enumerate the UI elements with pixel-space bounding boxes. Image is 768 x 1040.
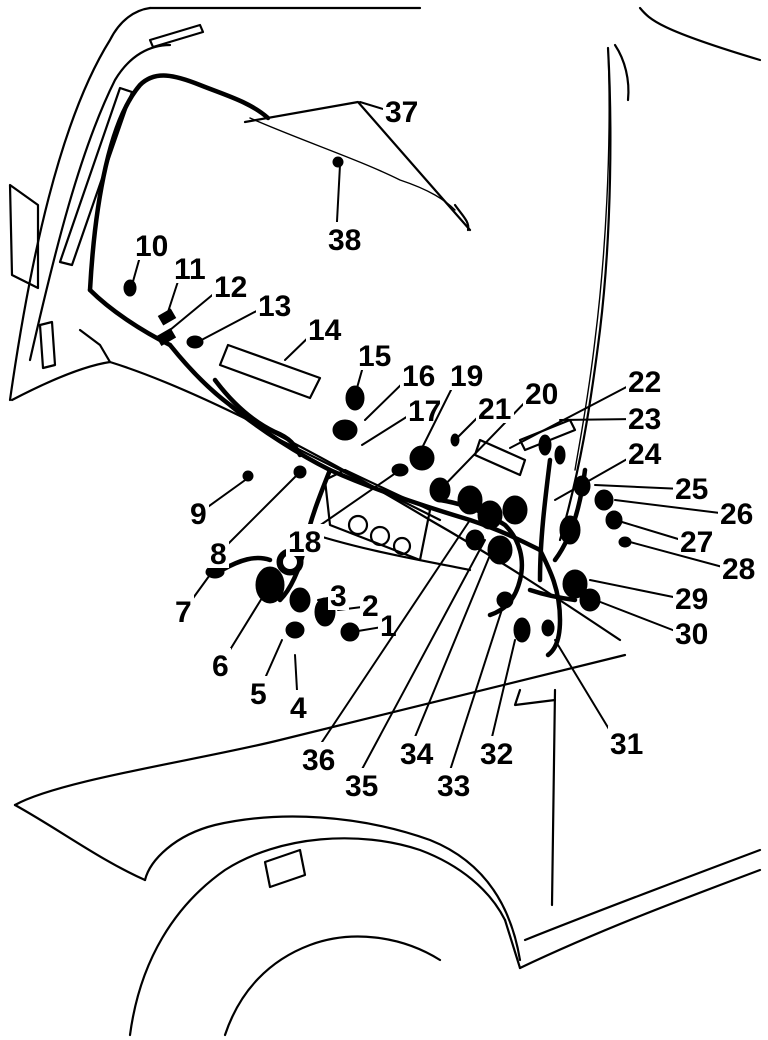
- callout-label-27: 27: [680, 526, 713, 559]
- callout-label-bg-18: [286, 524, 324, 556]
- callout-leader-8: [217, 471, 301, 555]
- callout-label-bg-29: [673, 581, 711, 613]
- callout-label-14: 14: [308, 314, 342, 347]
- callout-label-bg-31: [608, 726, 646, 758]
- callout-label-13: 13: [258, 290, 291, 323]
- callout-label-bg-22: [626, 364, 664, 396]
- callout-label-29: 29: [675, 583, 708, 616]
- callout-label-12: 12: [214, 271, 247, 304]
- callout-label-16: 16: [402, 360, 435, 393]
- callout-label-bg-2: [360, 588, 381, 620]
- callout-label-bg-27: [678, 524, 716, 556]
- callout-label-33: 33: [437, 770, 470, 803]
- callout-label-32: 32: [480, 738, 513, 771]
- callout-label-23: 23: [628, 403, 661, 436]
- callout-label-1: 1: [380, 610, 397, 643]
- callout-label-9: 9: [190, 498, 207, 531]
- callout-label-bg-36: [300, 742, 338, 774]
- callout-label-bg-5: [248, 676, 269, 708]
- callout-leader-35: [352, 539, 486, 787]
- callout-label-10: 10: [135, 230, 168, 263]
- callout-label-15: 15: [358, 340, 391, 373]
- callout-label-bg-15: [356, 338, 394, 370]
- callout-label-bg-38: [326, 222, 364, 254]
- callout-label-bg-4: [288, 690, 309, 722]
- callout-label-8: 8: [210, 538, 227, 571]
- callout-label-28: 28: [722, 553, 755, 586]
- callout-label-37: 37: [385, 96, 418, 129]
- callout-label-3: 3: [330, 580, 347, 613]
- callout-label-25: 25: [675, 473, 708, 506]
- callout-label-20: 20: [525, 378, 558, 411]
- callout-label-36: 36: [302, 744, 335, 777]
- callout-label-26: 26: [720, 498, 753, 531]
- callout-label-bg-10: [133, 228, 171, 260]
- callout-label-30: 30: [675, 618, 708, 651]
- callout-label-38: 38: [328, 224, 361, 257]
- callout-label-bg-13: [256, 288, 294, 320]
- callout-label-bg-11: [172, 251, 210, 283]
- callout-label-bg-7: [173, 594, 194, 626]
- callout-leader-20: [434, 393, 534, 496]
- callout-label-bg-6: [210, 648, 231, 680]
- callout-label-bg-16: [400, 358, 438, 390]
- callout-leader-23: [559, 418, 637, 421]
- callout-label-24: 24: [628, 438, 662, 471]
- callout-label-21: 21: [478, 393, 511, 426]
- callout-label-bg-32: [478, 736, 516, 768]
- callout-label-bg-25: [673, 471, 711, 503]
- callout-label-bg-17: [406, 393, 444, 425]
- callout-label-bg-14: [306, 312, 344, 344]
- callout-label-bg-24: [626, 436, 664, 468]
- callout-label-bg-23: [626, 401, 664, 433]
- callout-label-bg-9: [188, 496, 209, 528]
- callout-leader-34: [407, 554, 491, 755]
- callout-label-5: 5: [250, 678, 267, 711]
- callout-label-6: 6: [212, 650, 229, 683]
- callout-label-bg-21: [476, 391, 514, 423]
- callout-label-4: 4: [290, 692, 307, 725]
- callout-label-22: 22: [628, 366, 661, 399]
- callout-label-bg-30: [673, 616, 711, 648]
- callout-label-bg-12: [212, 269, 250, 301]
- callout-leader-28: [629, 541, 731, 570]
- callout-leader-26: [614, 499, 729, 515]
- callout-leader-33: [444, 599, 506, 787]
- callout-label-bg-1: [378, 608, 399, 640]
- callout-label-35: 35: [345, 770, 378, 803]
- callout-label-7: 7: [175, 596, 192, 629]
- callout-label-31: 31: [610, 728, 643, 761]
- callout-leader-29: [589, 579, 684, 600]
- callout-label-bg-35: [343, 768, 381, 800]
- callout-label-bg-8: [208, 536, 229, 568]
- callout-label-bg-28: [720, 551, 758, 583]
- callout-label-34: 34: [400, 738, 434, 771]
- callout-label-11: 11: [174, 253, 206, 286]
- callout-group: 1234567891011121314151617181920212223242…: [131, 94, 758, 803]
- callout-label-bg-19: [448, 358, 486, 390]
- callout-leader-30: [589, 597, 684, 635]
- callout-label-bg-3: [328, 578, 349, 610]
- callout-leader-31: [554, 639, 619, 745]
- callout-leader-25: [594, 484, 684, 490]
- callout-label-bg-34: [398, 736, 436, 768]
- callout-label-17: 17: [408, 395, 441, 428]
- callout-label-18: 18: [288, 526, 321, 559]
- callout-label-19: 19: [450, 360, 483, 393]
- callout-label-bg-37: [383, 94, 421, 126]
- callout-leader-24: [554, 453, 637, 501]
- callout-leader-36: [309, 519, 471, 761]
- callout-label-bg-33: [435, 768, 473, 800]
- callout-leader-22: [509, 381, 637, 449]
- callout-leader-27: [621, 521, 689, 543]
- callout-label-bg-20: [523, 376, 561, 408]
- callout-label-bg-26: [718, 496, 756, 528]
- callout-label-2: 2: [362, 590, 379, 623]
- callout-leader-13: [191, 305, 267, 346]
- callout-leader-32: [487, 639, 516, 755]
